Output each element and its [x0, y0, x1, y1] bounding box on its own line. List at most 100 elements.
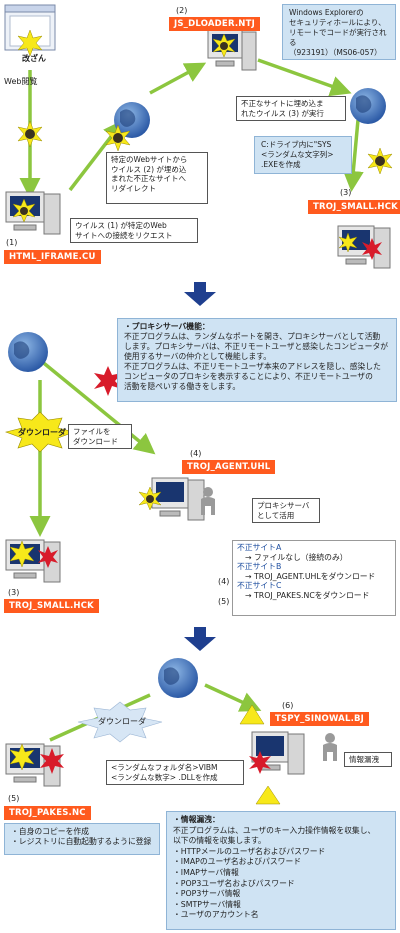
callout-redirect: 特定のWebサイトから ウイルス (2) が埋め込 まれた不正なサイトへ リダイ…: [106, 152, 208, 204]
web-browse-label: Web閲覧: [4, 77, 38, 86]
callout-embedded: 不正なサイトに埋め込ま れたウイルス (3) が実行: [236, 96, 346, 121]
step-number: (4): [190, 449, 202, 458]
info-leak-line: ・IMAPのユーザ名およびパスワード: [173, 857, 302, 867]
site-a-label: 不正サイトA: [237, 543, 282, 552]
info-leak-line: ・SMTPサーバ情報: [173, 899, 241, 909]
virus-burst-icon: [38, 546, 58, 568]
down-arrow-icon: [184, 282, 216, 306]
globe-icon: [350, 88, 386, 124]
remote-user-icon: [323, 733, 337, 761]
callout-line: サイトへの接続をリクエスト: [75, 230, 173, 240]
downloader-label: ダウンローダ: [18, 428, 66, 437]
virus-burst-icon: [138, 486, 162, 511]
malware-tag-tspy-sinowal: TSPY_SINOWAL.BJ: [270, 712, 370, 726]
callout-text: まれた不正な: [111, 174, 156, 183]
info-leak-line: ・POP3サーバ情報: [173, 889, 241, 899]
step-number: (2): [176, 6, 188, 15]
downloader-burst-icon: [4, 411, 76, 453]
proxy-title: ・プロキシサーバ機能：: [124, 322, 210, 331]
globe-icon: [158, 658, 198, 698]
callout-line: リモートでコードが実行される: [289, 28, 387, 47]
spyware-triangle-icon: [239, 704, 281, 805]
malware-tag-troj-agent: TROJ_AGENT.UHL: [182, 460, 276, 474]
virus-burst-icon: [212, 33, 236, 58]
callout-line: プロキシサーバ: [257, 501, 310, 510]
downloader-label: ダウンローダ: [98, 717, 146, 726]
computer-icon: [337, 225, 391, 269]
virus-burst-icon: [9, 743, 35, 771]
callout-step1: ウイルス (1) が特定のWeb サイトへの接続をリクエスト: [70, 218, 198, 243]
flow-arrows-section3: [49, 683, 262, 742]
callout-text: サイトへ: [156, 174, 186, 183]
virus-burst-icon: [105, 124, 131, 152]
computer-icon: [5, 191, 61, 235]
proxy-line: 不正プログラムは、不正リモートユーザ本来のアドレスを隠し、感染した: [124, 362, 381, 371]
self-copy-line: ・レジストリに自動起動するように登録: [11, 837, 152, 846]
proxy-line: します。プロキシサーバは、不正リモートユーザと感染したコンピュータが: [124, 342, 389, 351]
step-number: (3): [8, 588, 20, 597]
info-leak-line: ・IMAPサーバ情報: [173, 867, 239, 877]
self-copy-line: ・自身のコピーを作成: [11, 827, 89, 836]
virus-burst-icon: [249, 751, 271, 774]
computer-icon: [151, 477, 205, 521]
virus-burst-icon: [40, 748, 64, 774]
callout-line: 不正なサイトに埋め込ま: [241, 99, 324, 108]
callout-line: <ランダムなフォルダ名>VIBM: [111, 763, 218, 772]
malware-tag-troj-pakes: TROJ_PAKES.NC: [4, 806, 91, 820]
callout-line: ファイルを: [73, 427, 111, 436]
proxy-line: 不正プログラムは、ランダムなポートを開き、プロキシサーバとして活動: [124, 332, 381, 341]
remote-user-icon: [201, 487, 215, 515]
callout-file-download: ファイルを ダウンロード: [68, 424, 132, 449]
virus-burst-icon: [9, 540, 35, 568]
callout-line: まれた不正なサイトへ: [111, 174, 203, 184]
callout-line: 特定のWebサイトから: [111, 155, 188, 164]
callout-line: リダイレクト: [111, 183, 156, 193]
info-leak-line: ・ユーザのアカウント名: [173, 910, 259, 920]
callout-explorer: Windows Explorerの セキュリティホールにより、 リモートでコード…: [282, 4, 396, 60]
info-leak-line: ・POP3ユーザ名およびパスワード: [173, 878, 295, 888]
virus-burst-icon: [338, 232, 358, 253]
callout-line: セキュリティホールにより、: [289, 18, 386, 27]
proxy-line: 活動を隠ぺいする働きをします。: [124, 382, 241, 391]
callout-line: れたウイルス (3) が実行: [241, 108, 324, 118]
callout-line: （923191）（MS06-057）: [289, 48, 382, 57]
globe-icon: [114, 102, 150, 138]
malware-tag-js-dloader: JS_DLOADER.NTJ: [169, 17, 260, 31]
malicious-sites-box: 不正サイトA → ファイルなし（接続のみ） 不正サイトB → TROJ_AGEN…: [232, 540, 396, 616]
virus-burst-icon: [12, 198, 36, 223]
downloader-burst-icon: [77, 701, 163, 743]
virus-burst-icon: [94, 366, 122, 396]
site-c-label: 不正サイトC: [237, 581, 282, 590]
info-leak-line: ・HTTPメールのユーザ名およびパスワード: [173, 846, 326, 856]
site-b-label: 不正サイトB: [237, 562, 282, 571]
callout-line: ダウンロード: [73, 436, 118, 446]
site-a-desc: → ファイルなし（接続のみ）: [245, 552, 348, 562]
step-number: (6): [282, 701, 294, 710]
down-arrow-icon: [184, 627, 216, 651]
callout-dll: <ランダムなフォルダ名>VIBM <ランダムな数字> .DLLを作成: [106, 760, 244, 785]
callout-line: ウイルス (1) が特定のWeb: [75, 221, 167, 230]
tamper-label: 改ざん: [22, 54, 46, 63]
info-leak-box: ・情報漏洩： 不正プログラムは、ユーザのキー入力操作情報を収集し、 以下の情報を…: [166, 811, 396, 930]
info-leak-title: ・情報漏洩：: [173, 815, 220, 824]
globe-icon: [8, 332, 48, 372]
site-c-desc: → TROJ_PAKES.NCをダウンロード: [245, 590, 370, 600]
callout-line: <ランダムな数字> .DLLを作成: [111, 772, 218, 782]
callout-line: ウイルス (2) が埋め込: [111, 164, 187, 174]
callout-proxy-use: プロキシサーバ として活用: [252, 498, 320, 523]
callout-line: C:ドライブ内に"SYS: [261, 140, 332, 149]
step-number: (5): [8, 794, 20, 803]
proxy-description-box: ・プロキシサーバ機能： 不正プログラムは、ランダムなポートを開き、プロキシサーバ…: [117, 318, 397, 402]
self-copy-box: ・自身のコピーを作成 ・レジストリに自動起動するように登録: [4, 823, 160, 855]
virus-burst-icon: [362, 238, 382, 260]
step-number: (3): [340, 188, 352, 197]
callout-line: として活用: [257, 510, 295, 520]
callout-drive: C:ドライブ内に"SYS <ランダムな文字列> .EXEを作成: [254, 136, 352, 174]
virus-burst-icon: [17, 120, 43, 148]
proxy-line: 使用するサーバの仲介として機能します。: [124, 352, 272, 361]
callout-line: Windows Explorerの: [289, 8, 364, 17]
virus-burst-icon: [367, 147, 393, 175]
malware-tag-troj-small: TROJ_SMALL.HCK: [4, 599, 99, 613]
step-number: (4): [218, 577, 230, 586]
